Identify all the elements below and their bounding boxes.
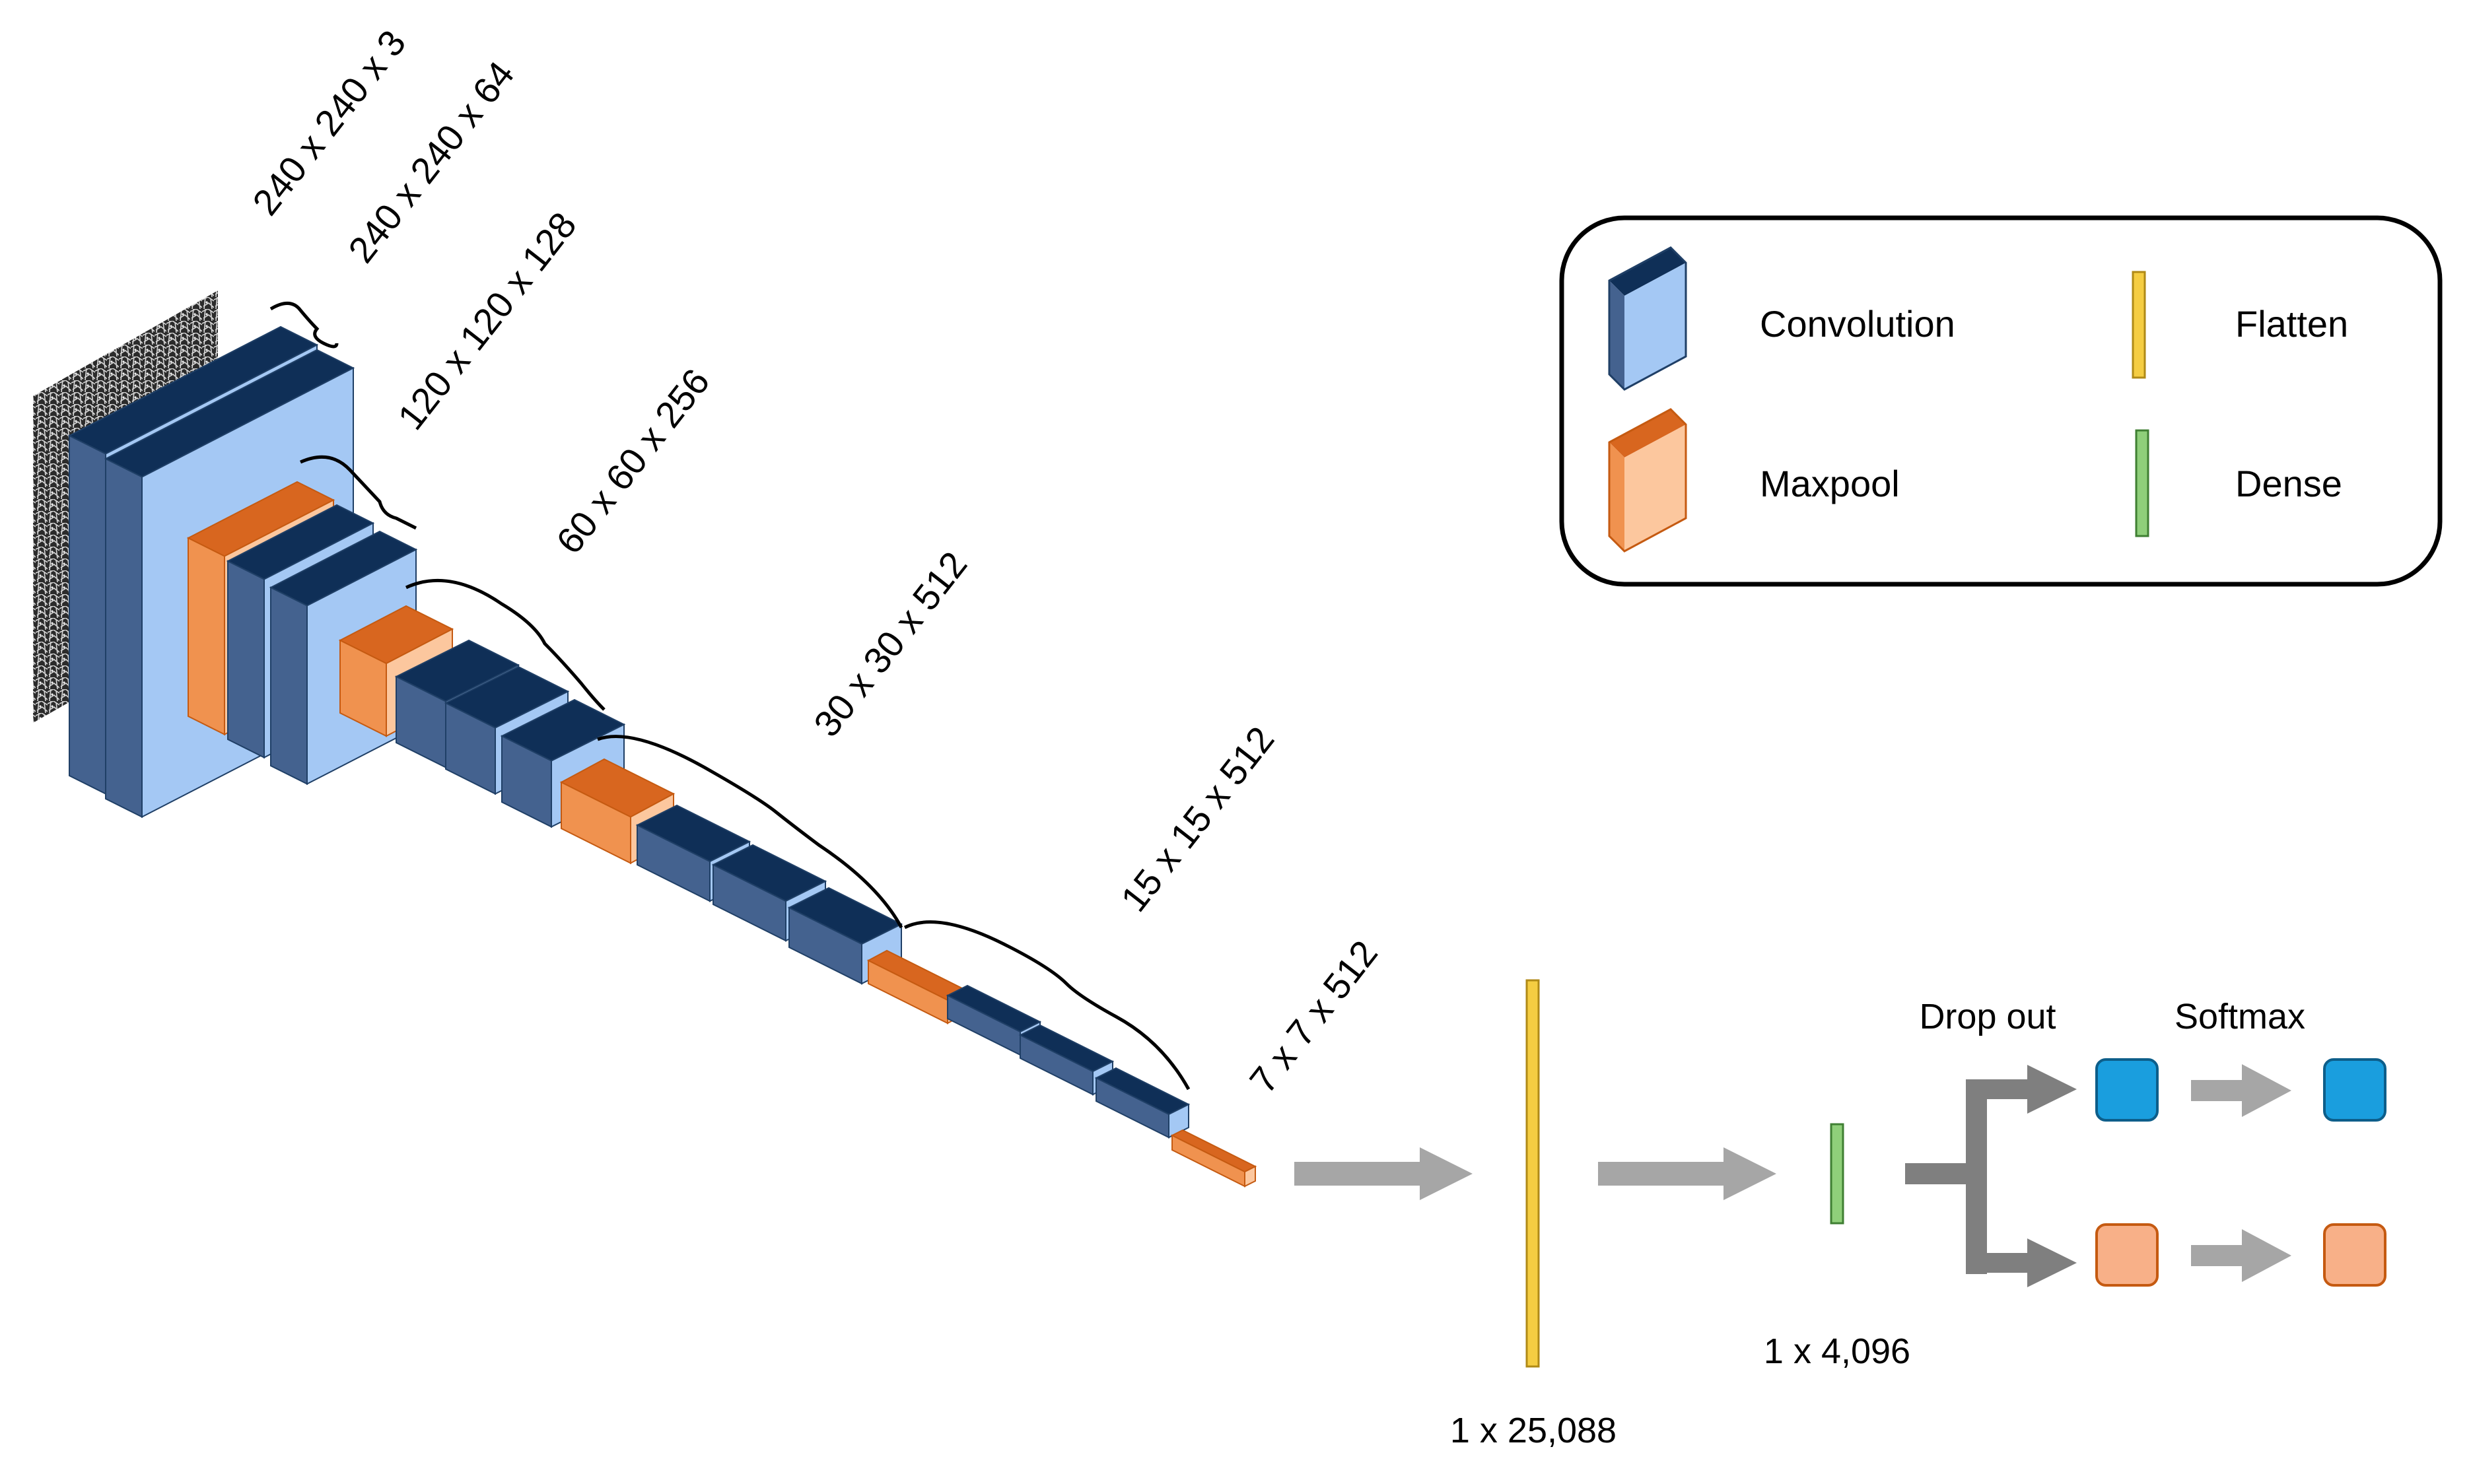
dense-size-label: 1 x 4,096 bbox=[1764, 1332, 1910, 1371]
softmax-arrow-top bbox=[2191, 1064, 2291, 1117]
layer-stack bbox=[67, 325, 1257, 1188]
softmax-arrows bbox=[2191, 1064, 2291, 1282]
block-side-face bbox=[69, 434, 106, 795]
maxpool-block-18 bbox=[1170, 1129, 1257, 1188]
dropout-node-b bbox=[2095, 1223, 2159, 1287]
dim-label-block4: 30 x 30 x 512 bbox=[806, 544, 975, 745]
dim-label-block5: 15 x 15 x 512 bbox=[1113, 719, 1282, 920]
flow-arrows bbox=[1294, 1147, 1776, 1200]
dropout-branch bbox=[1905, 1065, 2077, 1287]
legend-flatten-label: Flatten bbox=[2235, 303, 2348, 345]
legend-dense-icon bbox=[2135, 429, 2149, 537]
brace-2 bbox=[299, 455, 417, 530]
block-side-face bbox=[270, 586, 308, 786]
branch-vertical bbox=[1966, 1079, 1987, 1274]
legend-maxpool-label: Maxpool bbox=[1760, 463, 1900, 504]
conv-block-17 bbox=[1094, 1067, 1191, 1139]
dim-label-block3: 60 x 60 x 256 bbox=[548, 361, 718, 562]
legend-flatten-icon bbox=[2132, 271, 2146, 379]
softmax-node-b bbox=[2323, 1223, 2386, 1287]
brace-4 bbox=[597, 735, 903, 929]
block-side-face bbox=[227, 560, 265, 759]
softmax-label: Softmax bbox=[2175, 997, 2305, 1036]
dropout-label: Drop out bbox=[1919, 997, 2056, 1036]
brace-3 bbox=[405, 578, 606, 711]
block-side-face bbox=[105, 457, 143, 819]
legend-dense-label: Dense bbox=[2235, 463, 2342, 504]
branch-stem bbox=[1905, 1163, 1976, 1184]
dim-label-block2: 120 x 120 x 128 bbox=[390, 205, 584, 438]
legend-convolution-label: Convolution bbox=[1760, 303, 1955, 345]
block-front-face bbox=[1168, 1103, 1189, 1139]
legend-maxpool-icon bbox=[1608, 408, 1687, 553]
softmax-arrow-bottom bbox=[2191, 1229, 2291, 1282]
flatten-size-label: 1 x 25,088 bbox=[1450, 1411, 1617, 1450]
block-side-face bbox=[188, 537, 225, 736]
branch-arrow-top bbox=[1976, 1065, 2077, 1114]
dense-bar bbox=[1830, 1123, 1844, 1225]
arrow-to-dense bbox=[1598, 1147, 1776, 1200]
dim-label-final: 7 x 7 x 512 bbox=[1241, 933, 1385, 1101]
dimension-braces bbox=[269, 302, 1191, 1091]
dropout-node-a bbox=[2095, 1058, 2159, 1122]
legend: Convolution Maxpool Flatten Dense bbox=[1559, 215, 2443, 587]
flatten-bar bbox=[1525, 979, 1540, 1368]
branch-arrow-bottom bbox=[1976, 1238, 2077, 1287]
arrow-to-flatten bbox=[1294, 1147, 1473, 1200]
brace-5 bbox=[903, 920, 1191, 1091]
block-front-face bbox=[1244, 1165, 1256, 1188]
legend-box bbox=[1559, 215, 2443, 587]
brace-1 bbox=[269, 302, 339, 349]
legend-convolution-icon bbox=[1608, 246, 1687, 391]
softmax-node-a bbox=[2323, 1058, 2386, 1122]
